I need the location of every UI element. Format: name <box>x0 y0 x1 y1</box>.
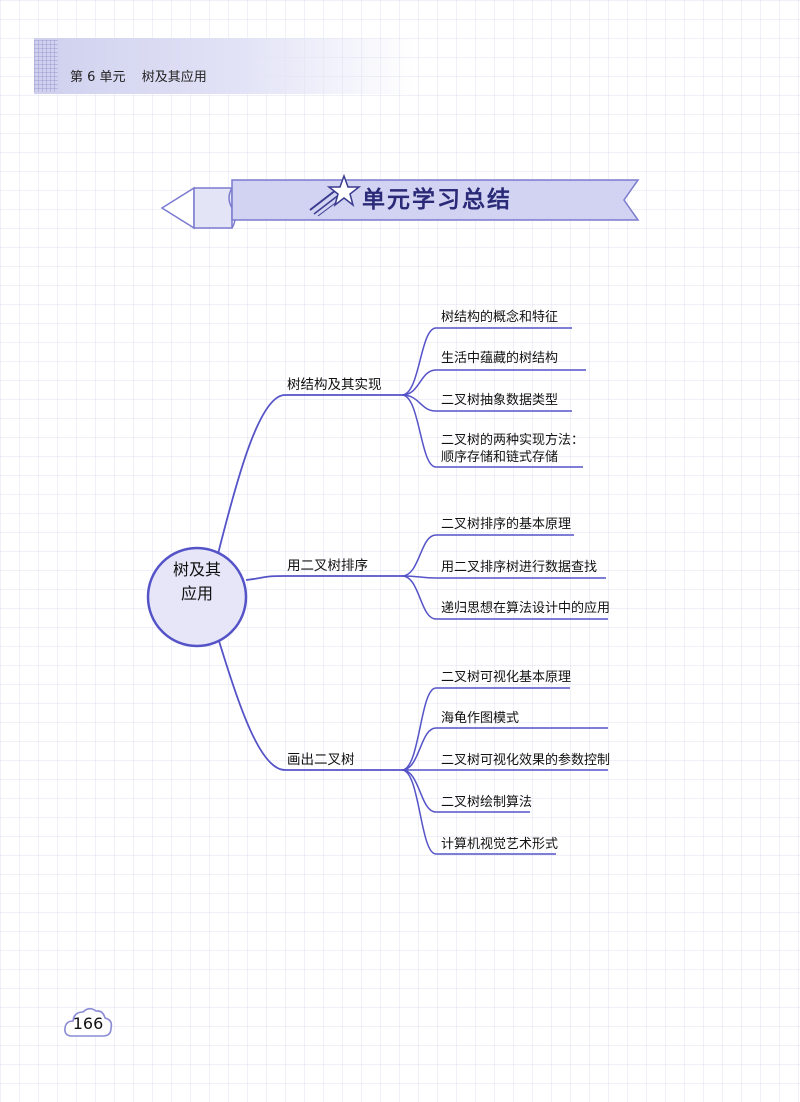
branch-connector-0 <box>217 394 402 555</box>
leaf-label: 递归思想在算法设计中的应用 <box>441 601 611 616</box>
unit-header: 第 6 单元 树及其应用 <box>70 70 219 86</box>
leaf-label: 用二叉排序树进行数据查找 <box>441 560 598 575</box>
header-bar <box>34 38 414 94</box>
leaf-label: 二叉树抽象数据类型 <box>441 393 559 408</box>
center-label-line2: 应用 <box>180 584 213 603</box>
center-label-line1: 树及其 <box>172 560 221 579</box>
leaf-label: 生活中蕴藏的树结构 <box>441 351 559 366</box>
shooting-star-icon <box>309 173 362 217</box>
leaf-connector <box>401 687 570 771</box>
leaf-label: 计算机视觉艺术形式 <box>441 837 559 852</box>
header-grid-pattern <box>34 40 58 92</box>
center-node <box>146 546 248 648</box>
leaf-label: 顺序存储和链式存储 <box>441 450 559 465</box>
leaf-connector <box>401 769 530 813</box>
leaf-label: 海龟作图模式 <box>441 711 520 726</box>
leaf-connector <box>401 769 556 855</box>
banner-arrow-tip <box>160 186 195 230</box>
leaf-connector <box>401 327 572 396</box>
leaf-connector <box>401 575 608 620</box>
leaf-label: 树结构的概念和特征 <box>441 310 559 325</box>
page-number-cloud-icon <box>64 1007 113 1037</box>
branch-connector-1 <box>245 575 402 581</box>
branch-label-tree-structure: 树结构及其实现 <box>287 377 382 393</box>
leaf-label: 二叉树绘制算法 <box>441 795 533 810</box>
leaf-connector <box>401 534 574 577</box>
center-node-label: 树及其 应用 <box>150 558 244 606</box>
banner-ribbon <box>160 173 640 230</box>
unit-number: 第 6 单元 <box>70 70 126 85</box>
banner-fold <box>193 187 233 229</box>
banner-title: 单元学习总结 <box>362 186 512 213</box>
leaf-connector <box>401 394 583 468</box>
leaf-label: 二叉树可视化基本原理 <box>441 670 572 685</box>
leaf-connector <box>401 575 606 579</box>
leaf-label: 二叉树的两种实现方法： <box>441 433 585 448</box>
mindmap-links <box>217 327 608 855</box>
leaf-connector <box>401 394 572 412</box>
leaf-connector <box>401 369 586 396</box>
leaf-label: 二叉树排序的基本原理 <box>441 517 572 532</box>
page-number: 166 <box>72 1014 104 1033</box>
unit-title: 树及其应用 <box>141 70 207 85</box>
branch-label-draw-tree: 画出二叉树 <box>287 752 355 768</box>
leaf-connector <box>401 727 608 771</box>
branch-connector-2 <box>218 640 402 771</box>
leaf-label: 二叉树可视化效果的参数控制 <box>441 753 611 768</box>
branch-label-binary-sort: 用二叉树排序 <box>287 558 368 574</box>
